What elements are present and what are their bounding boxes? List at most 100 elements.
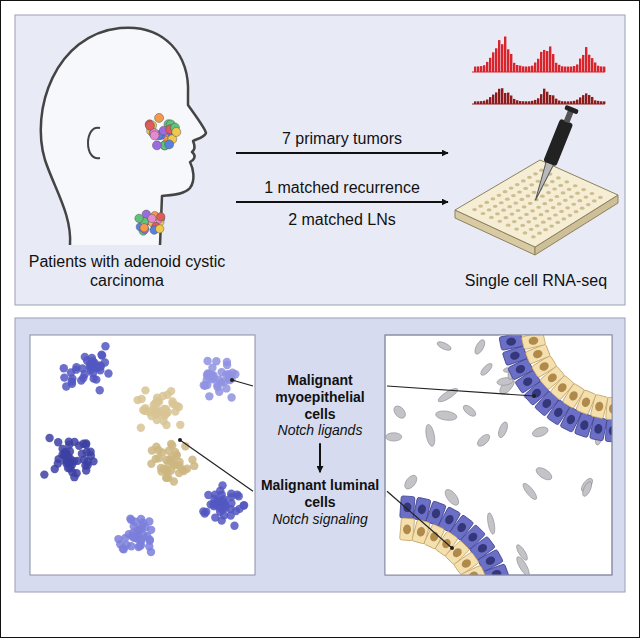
node-heading: Malignant luminal cells <box>258 477 382 511</box>
cell-dot <box>160 405 168 413</box>
well <box>522 205 527 208</box>
cell-dot <box>203 357 211 365</box>
well <box>518 216 523 219</box>
flow-arrow <box>236 201 448 203</box>
well <box>563 199 568 202</box>
well <box>545 210 550 213</box>
well <box>561 191 566 194</box>
well <box>526 220 531 223</box>
stromal-cell <box>475 432 491 448</box>
ear <box>88 128 100 159</box>
cell-dot <box>137 395 145 403</box>
read-bar <box>495 92 497 104</box>
stromal-cell <box>479 362 494 377</box>
stromal-cell <box>435 410 458 422</box>
well <box>532 217 537 220</box>
cell-dot <box>60 451 68 459</box>
well <box>499 201 504 204</box>
well <box>487 208 492 211</box>
read-bar <box>519 66 521 72</box>
well <box>521 179 526 182</box>
well <box>567 188 572 191</box>
read-bar <box>513 99 515 104</box>
well <box>505 198 510 201</box>
well <box>592 199 597 202</box>
read-bar <box>579 97 581 104</box>
stromal-cell <box>437 386 460 404</box>
well <box>590 192 595 195</box>
cell-dot <box>152 455 160 463</box>
cell-dot <box>188 456 196 464</box>
flow-arrow <box>236 152 448 154</box>
tsne-scatter <box>40 342 248 556</box>
stromal-cell <box>461 403 477 418</box>
read-bar <box>564 101 566 104</box>
read-bar <box>525 67 527 72</box>
leader-line <box>387 491 452 548</box>
well <box>586 203 591 206</box>
read-bar <box>489 97 491 104</box>
cell-dot <box>101 358 109 366</box>
well <box>503 190 508 193</box>
read-bar <box>558 65 560 72</box>
stromal-cell <box>531 425 549 438</box>
well <box>569 195 574 198</box>
myoepithelial-cell <box>484 564 509 575</box>
well <box>552 187 557 190</box>
read-bar <box>600 66 602 72</box>
cell-dot <box>167 440 175 448</box>
cell-dot <box>204 491 212 499</box>
cell-dot <box>208 364 216 372</box>
edge-label: 1 matched recurrence <box>264 178 420 197</box>
stromal-cell <box>473 338 487 355</box>
cell-dot <box>121 534 129 542</box>
read-bar <box>480 66 482 72</box>
well <box>495 212 500 215</box>
cell-dot <box>135 542 143 550</box>
node-subtext: Notch signaling <box>272 511 368 528</box>
cell-dot <box>83 461 91 469</box>
well <box>556 176 561 179</box>
stromal-cell <box>515 543 530 561</box>
node-heading: Single cell RNA-seq <box>465 271 607 290</box>
luminal-cell <box>521 335 545 350</box>
cell-dot <box>223 358 231 366</box>
read-bar <box>600 101 602 104</box>
well <box>540 195 545 198</box>
read-bar <box>510 54 512 72</box>
well <box>528 202 533 205</box>
cell-dot <box>239 501 247 509</box>
cell-dot <box>96 386 104 394</box>
read-bar <box>504 36 506 72</box>
well <box>559 210 564 213</box>
read-bar <box>564 67 566 72</box>
cell-dot <box>176 421 184 429</box>
read-bar <box>573 101 575 104</box>
plate-wells <box>472 169 603 239</box>
cell-dot <box>171 407 179 415</box>
well <box>529 228 534 231</box>
read-bar <box>594 62 596 72</box>
leader-line <box>180 440 253 491</box>
well <box>512 220 517 223</box>
pipette <box>529 105 579 203</box>
cell-dot <box>215 388 223 396</box>
read-bar <box>570 66 572 72</box>
well <box>553 213 558 216</box>
well <box>523 187 528 190</box>
well <box>497 194 502 197</box>
read-bar <box>540 94 542 104</box>
cell-dot <box>101 342 109 350</box>
well <box>536 206 541 209</box>
cell-dot <box>217 378 225 386</box>
read-bar <box>519 101 521 104</box>
read-bar <box>543 89 545 104</box>
cell-dot <box>162 456 170 464</box>
read-bar <box>537 98 539 104</box>
cell-dot <box>205 392 213 400</box>
well <box>507 205 512 208</box>
tumor-clusters <box>135 113 181 235</box>
tumor-cell <box>135 214 143 222</box>
well <box>580 207 585 210</box>
